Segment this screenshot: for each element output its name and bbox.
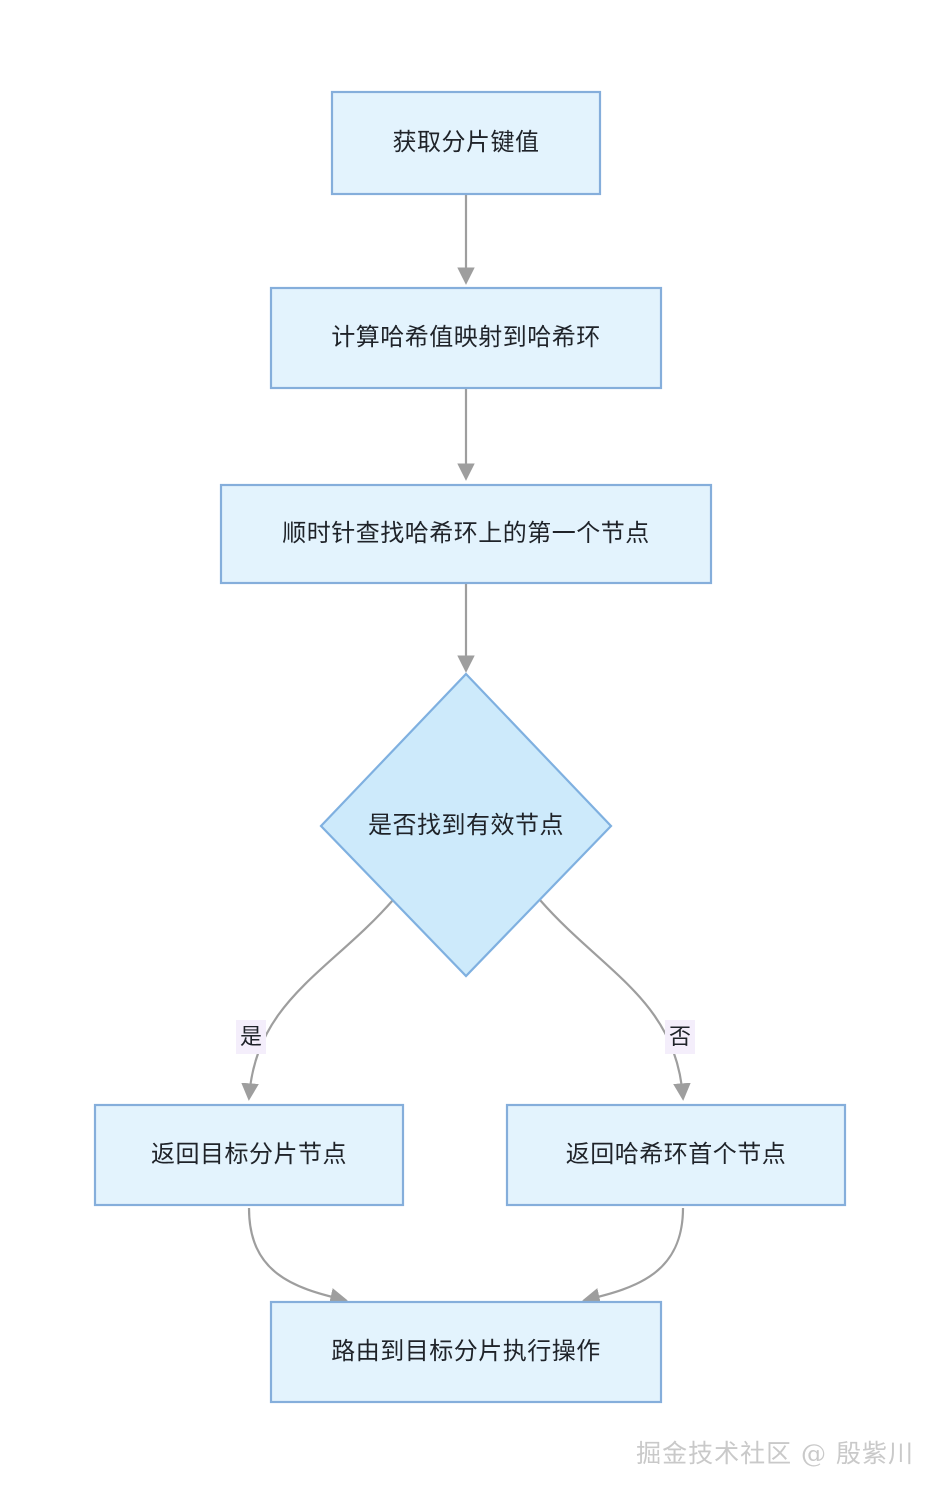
node-shape-n6[interactable] bbox=[505, 1103, 847, 1207]
node-shape-n4[interactable] bbox=[319, 672, 613, 978]
node-shape-n5[interactable] bbox=[93, 1103, 405, 1207]
node-shape-n1[interactable] bbox=[330, 90, 602, 196]
node-shape-group bbox=[93, 90, 847, 1404]
watermark-text: 掘金技术社区 @ 殷紫川 bbox=[636, 1439, 914, 1468]
node-shape-n3[interactable] bbox=[219, 483, 713, 585]
node-shape-n2[interactable] bbox=[269, 286, 663, 390]
edge-group bbox=[241, 194, 691, 1306]
edge-n4-n6 bbox=[539, 899, 691, 1101]
edge-label-yes: 是 bbox=[236, 1020, 266, 1054]
edge-label-no: 否 bbox=[665, 1020, 695, 1054]
node-shape-n7[interactable] bbox=[269, 1300, 663, 1404]
edge-n6-n7 bbox=[582, 1207, 685, 1306]
edge-n5-n7 bbox=[247, 1207, 348, 1306]
edge-n4-n5 bbox=[241, 899, 394, 1101]
